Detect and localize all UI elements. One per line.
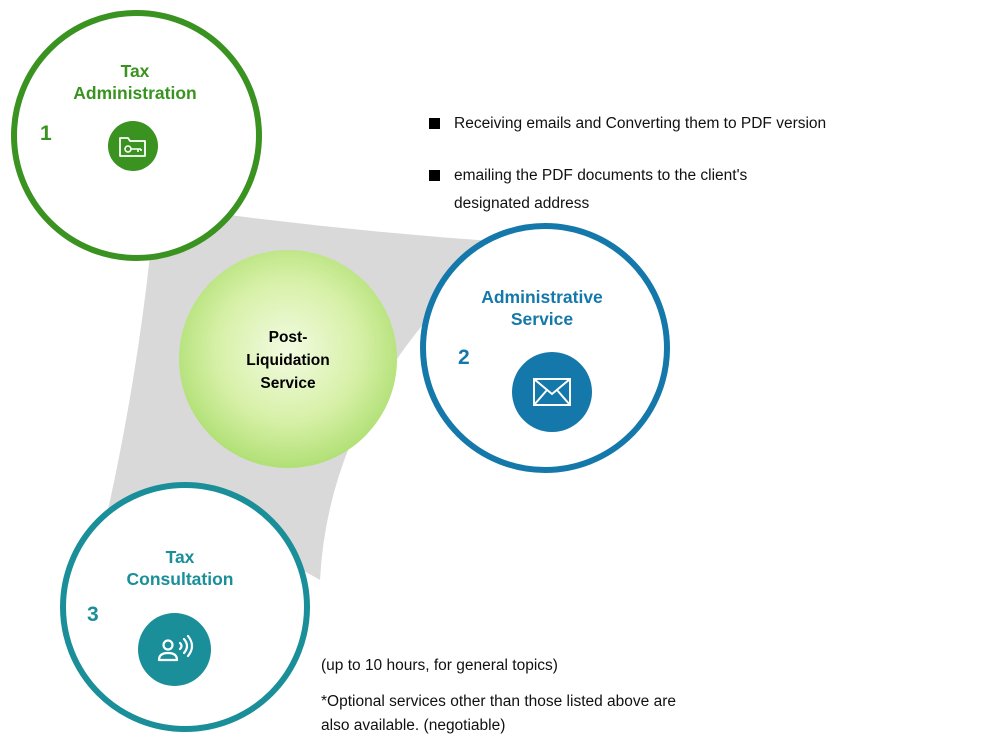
- node-tax-consultation: [60, 482, 310, 732]
- node-2-title: Administrative Service: [481, 287, 603, 329]
- folder-key-icon: [108, 121, 158, 171]
- node-administrative-service: [420, 223, 670, 473]
- center-label: Post- Liquidation Service: [246, 329, 330, 392]
- node-3-number: 3: [87, 603, 99, 626]
- node-1-number: 1: [40, 122, 52, 145]
- center-circle: [179, 250, 397, 468]
- bullet-square-icon: [429, 170, 440, 181]
- node-2-number: 2: [458, 346, 470, 369]
- note-line: also available. (negotiable): [321, 717, 506, 734]
- node-1-title: Tax Administration: [73, 61, 197, 103]
- person-speaking-icon: [138, 613, 211, 686]
- bullet-square-icon: [429, 118, 440, 129]
- note-line: (up to 10 hours, for general topics): [321, 657, 558, 674]
- envelope-icon: [512, 352, 592, 432]
- note-line: *Optional services other than those list…: [321, 693, 676, 710]
- node-3-title: Tax Consultation: [126, 547, 234, 589]
